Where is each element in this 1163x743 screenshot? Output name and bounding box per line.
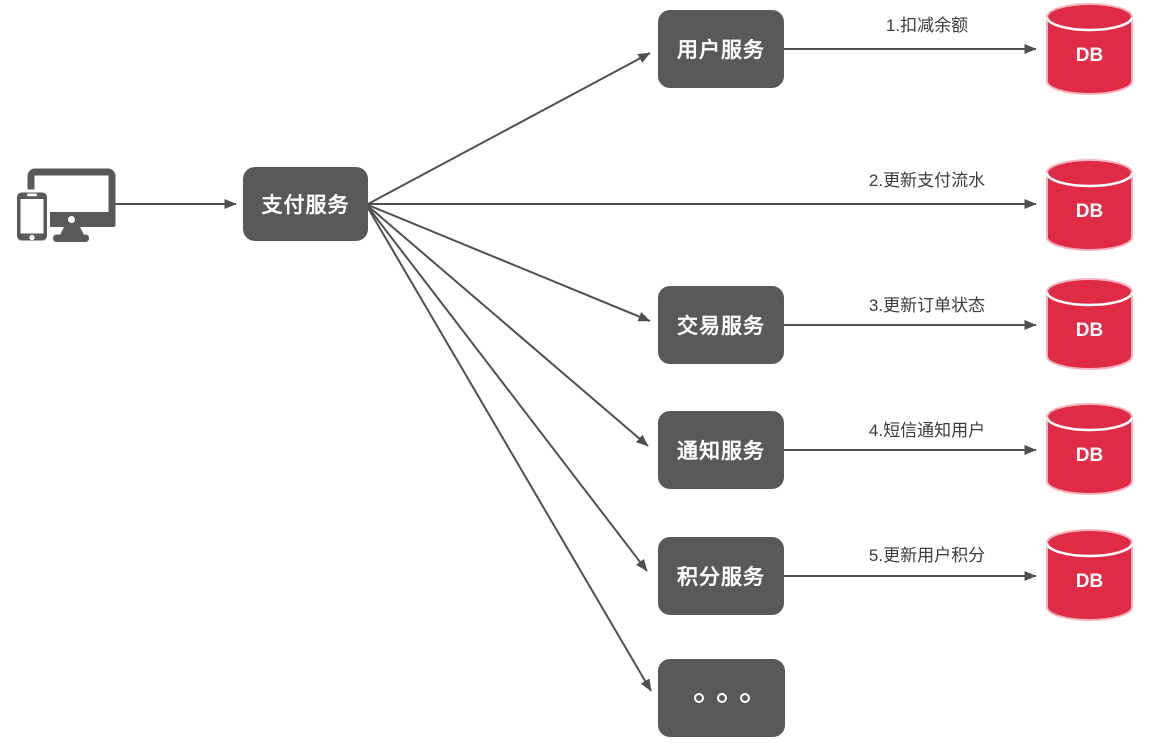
edge-label-1: 1.扣减余额 [885, 16, 969, 35]
arrow-payment-to-points [367, 206, 648, 572]
db-label: DB [1076, 320, 1103, 341]
node-payment-service: 支付服务 [243, 167, 368, 241]
database-cylinder-2: DB [1045, 159, 1134, 251]
arrow-payment-to-user [367, 52, 651, 205]
database-cylinder-5: DB [1045, 529, 1134, 621]
edge-label-4: 4.短信通知用户 [868, 421, 986, 440]
node-trade-service: 交易服务 [658, 286, 784, 364]
node-trade-label: 交易服务 [677, 315, 765, 338]
edge-label-5: 5.更新用户积分 [868, 546, 986, 565]
arrow-payment-to-trade [367, 204, 651, 322]
db-label: DB [1076, 45, 1103, 66]
edge-label-3: 3.更新订单状态 [868, 296, 986, 315]
node-user-service: 用户服务 [658, 10, 784, 88]
arrow-payment-to-more [367, 207, 652, 692]
node-user-label: 用户服务 [677, 39, 765, 62]
db-label: DB [1076, 571, 1103, 592]
database-cylinder-4: DB [1045, 403, 1134, 495]
db-label: DB [1076, 445, 1103, 466]
arrow-payment-to-notify [367, 205, 649, 447]
node-points-service: 积分服务 [658, 537, 784, 615]
ellipsis-icon [693, 693, 750, 703]
database-cylinder-1: DB [1045, 3, 1134, 95]
edge-label-2: 2.更新支付流水 [868, 171, 986, 190]
node-notify-service: 通知服务 [658, 411, 784, 489]
node-payment-label: 支付服务 [261, 194, 350, 217]
node-more-services [658, 659, 785, 737]
database-cylinder-3: DB [1045, 278, 1134, 370]
devices-icon [14, 168, 116, 244]
node-notify-label: 通知服务 [677, 440, 765, 463]
node-points-label: 积分服务 [677, 566, 765, 589]
db-label: DB [1076, 201, 1103, 222]
